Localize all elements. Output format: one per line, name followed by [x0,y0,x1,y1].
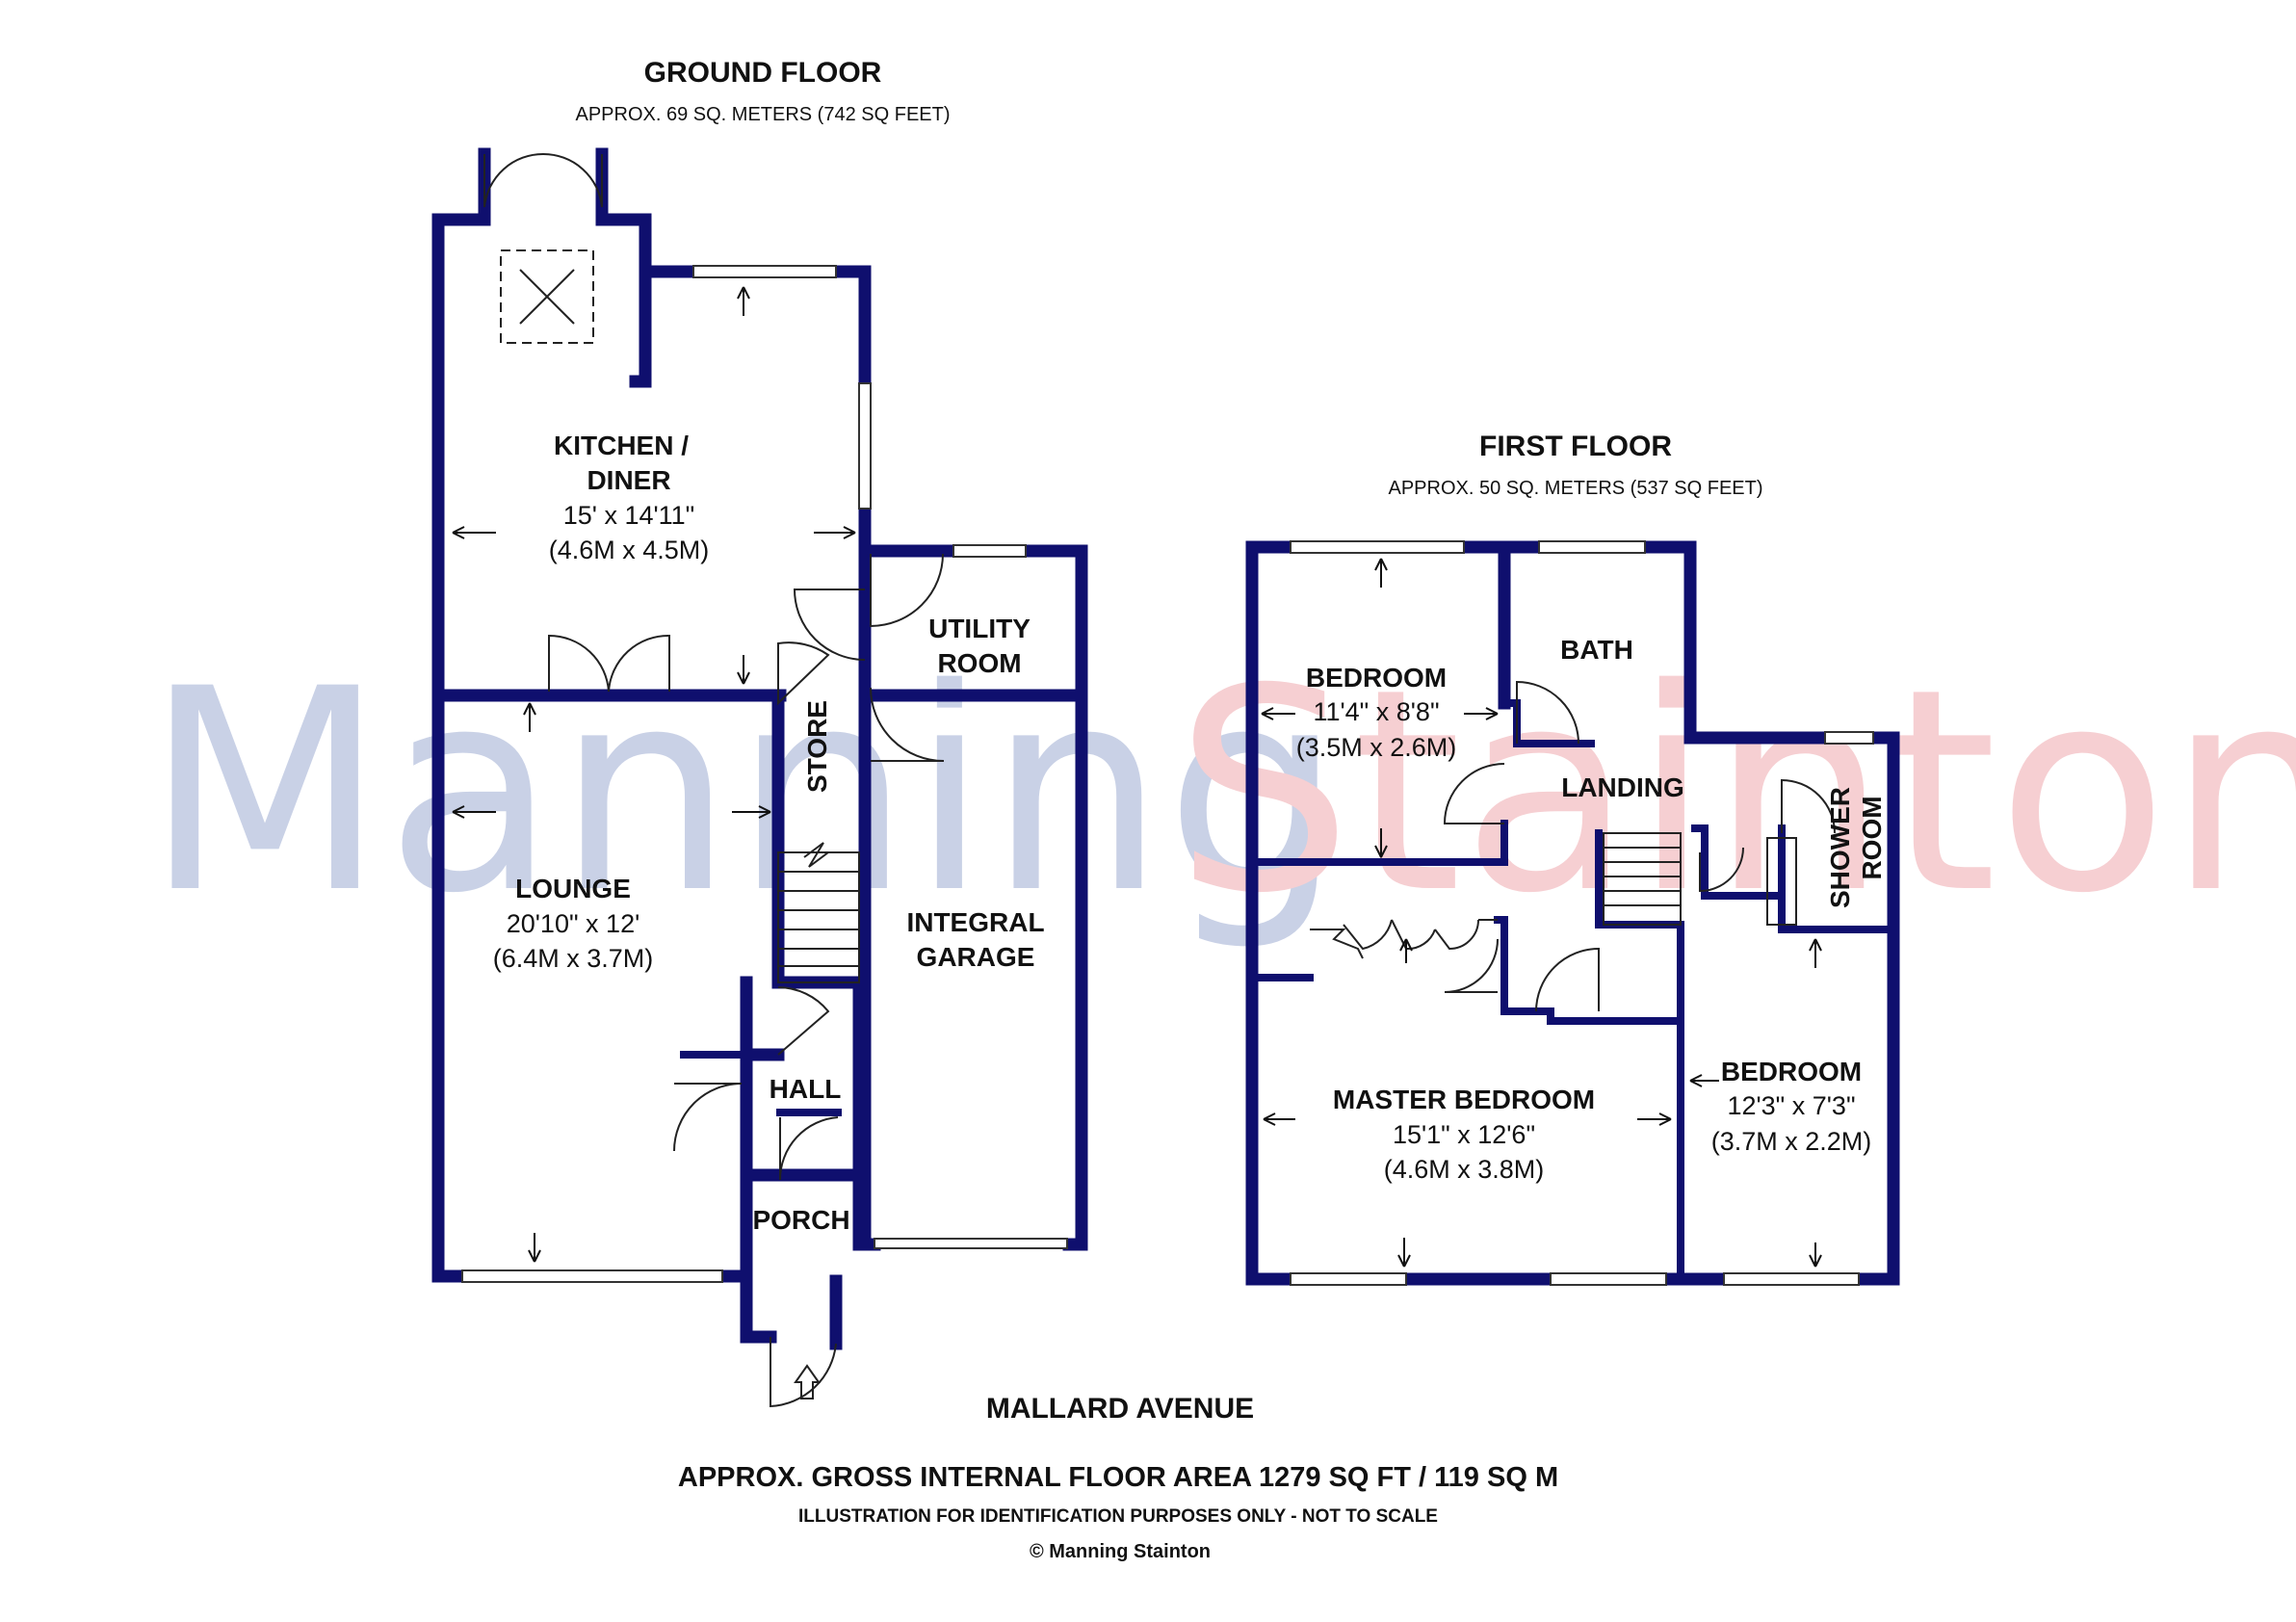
door-swing-icon [673,553,945,1408]
master-window-left [1290,1272,1407,1286]
dimension-arrows-icon [452,286,856,1263]
bedroom-front-dimensions-metric: (3.5M x 2.6M) [1296,733,1457,762]
watermark-part-1: Manning [144,630,1343,955]
rooflight-icon [500,249,594,344]
kitchen-dimensions-metric: (4.6M x 4.5M) [549,536,710,564]
staircase-icon [777,842,860,983]
garage-name-line-2: GARAGE [917,942,1035,972]
lounge-dimensions-metric: (6.4M x 3.7M) [493,944,654,973]
door-swing-icon [1443,680,1836,1012]
copyright: © Manning Stainton [1030,1541,1211,1562]
shower-name-line-2: ROOM [1857,796,1887,879]
bedroom-side-name: BEDROOM [1721,1057,1862,1086]
bedroom-front-dimensions-imperial: 11'4" x 8'8" [1313,697,1439,726]
bedroom-side-dimensions-imperial: 12'3" x 7'3" [1727,1091,1855,1120]
kitchen-name-line-2: DINER [587,465,670,495]
first-floor-area: APPROX. 50 SQ. METERS (537 SQ FEET) [1389,478,1763,499]
bath-window [1538,540,1646,554]
shower-name-line-1: SHOWER [1825,787,1855,908]
ground-floor-title: GROUND FLOOR [644,57,882,89]
bath-name: BATH [1560,635,1633,665]
street-name: MALLARD AVENUE [986,1393,1254,1425]
french-doors-icon [483,152,670,693]
store-name: STORE [802,700,832,793]
master-window-right [1550,1272,1667,1286]
disclaimer: ILLUSTRATION FOR IDENTIFICATION PURPOSES… [798,1506,1438,1527]
lounge-window [461,1269,723,1283]
utility-window [952,544,1027,558]
ground-floor-area: APPROX. 69 SQ. METERS (742 SQ FEET) [576,104,951,125]
bedroom-window [1290,540,1465,554]
logo-watermark: Manning Stainton [144,630,2296,955]
kitchen-dimensions-imperial: 15' x 14'11" [563,501,695,530]
gross-floor-area: APPROX. GROSS INTERNAL FLOOR AREA 1279 S… [678,1462,1558,1493]
hall-name: HALL [770,1074,842,1104]
ground-floor-plan [431,147,1088,1408]
bedroom-front-name: BEDROOM [1306,663,1447,693]
master-bedroom-dimensions-imperial: 15'1" x 12'6" [1393,1120,1535,1149]
porch-name: PORCH [752,1205,849,1235]
first-floor-title: FIRST FLOOR [1479,431,1672,462]
master-bedroom-name: MASTER BEDROOM [1333,1085,1595,1114]
lounge-name: LOUNGE [515,874,631,903]
shower-window [1824,731,1874,745]
entrance-arrow-icon [794,1364,821,1400]
staircase-icon [1603,832,1797,926]
utility-name-line-1: UTILITY [928,614,1031,643]
kitchen-side-window [858,382,872,510]
garage-door [874,1238,1068,1249]
garage-name-line-1: INTEGRAL [906,907,1044,937]
first-floor-plan [1245,540,1900,1286]
kitchen-window [692,265,837,278]
dimension-arrows-icon [1261,558,1822,1268]
side-bedroom-window [1723,1272,1860,1286]
lounge-dimensions-imperial: 20'10" x 12' [507,909,640,938]
bedroom-side-dimensions-metric: (3.7M x 2.2M) [1711,1127,1872,1156]
kitchen-name-line-1: KITCHEN / [554,431,689,460]
master-bedroom-dimensions-metric: (4.6M x 3.8M) [1384,1155,1545,1184]
utility-name-line-2: ROOM [937,648,1021,678]
landing-name: LANDING [1561,772,1684,802]
watermark-part-2: Stainton [1175,630,2296,955]
